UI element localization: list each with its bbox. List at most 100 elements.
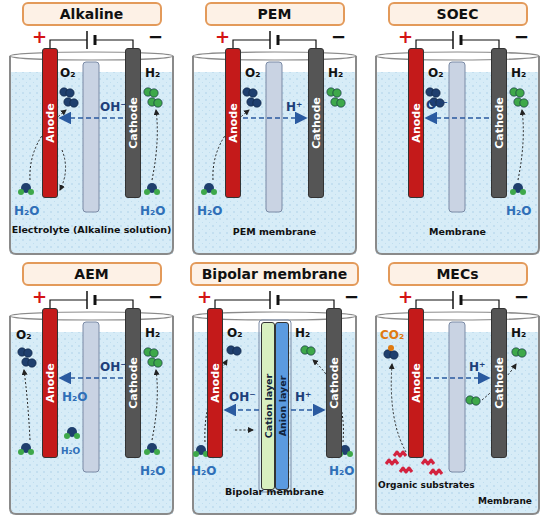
battery-plate: [277, 35, 280, 45]
anion-layer: Anion layer: [275, 322, 289, 490]
beaker-rim: [10, 312, 173, 320]
battery-plate: [452, 31, 454, 49]
flow-arrow: [60, 150, 66, 190]
beaker-rim: [193, 52, 356, 60]
label: OH⁻: [100, 360, 127, 374]
cation-layer: Cation layer: [261, 322, 275, 490]
label: +: [32, 286, 47, 308]
beaker: [10, 316, 173, 514]
electrode: Cathode: [125, 308, 141, 458]
electrode-label: Anode: [410, 363, 423, 402]
label: H₂: [511, 66, 526, 80]
label: OH⁻: [100, 100, 127, 114]
wire: [461, 300, 499, 308]
organic-substrate: [394, 452, 406, 456]
membrane: [83, 62, 99, 212]
atom: [154, 359, 162, 367]
wire: [50, 40, 87, 48]
label: H₂O: [62, 390, 88, 404]
title-box: Bipolar membrane: [190, 262, 360, 286]
panel: [10, 291, 173, 514]
label: O₂: [245, 66, 260, 80]
label: Organic substrates: [378, 480, 475, 491]
panel: [193, 31, 356, 254]
beaker: [193, 56, 356, 254]
ion-flow-arrow: [426, 117, 489, 119]
electrode: Anode: [42, 308, 58, 458]
label: H₂O: [140, 464, 166, 478]
battery-plate: [86, 31, 88, 49]
label: H⁺: [469, 360, 485, 374]
electrode: Cathode: [125, 48, 141, 198]
atom: [211, 189, 217, 195]
label: +: [197, 286, 212, 308]
label: CO₂: [380, 328, 404, 342]
title-text: SOEC: [400, 6, 516, 22]
battery-plate: [277, 295, 280, 305]
battery-plate: [452, 291, 454, 309]
label: H₂: [145, 326, 160, 340]
atom: [74, 433, 80, 439]
label: H₂O: [197, 204, 223, 218]
atom: [64, 433, 70, 439]
label: +: [398, 26, 413, 48]
beaker-rim: [10, 52, 173, 60]
electrode: Anode: [408, 308, 424, 458]
wire: [50, 300, 87, 308]
atom: [18, 189, 24, 195]
electrode: Cathode: [491, 308, 507, 458]
atom: [520, 189, 526, 195]
wire: [416, 40, 453, 48]
atom: [144, 189, 150, 195]
beaker: [10, 56, 173, 254]
wire: [278, 40, 316, 48]
label: Membrane: [478, 496, 532, 507]
atom: [307, 347, 315, 355]
membrane: [449, 62, 465, 212]
battery-plate: [269, 291, 271, 309]
battery-plate: [269, 31, 271, 49]
atom: [28, 359, 36, 367]
electrode: Anode: [408, 48, 424, 198]
flow-arrow: [152, 370, 157, 440]
beaker: [376, 316, 539, 514]
wire: [416, 300, 453, 308]
electrode-label: Cathode: [127, 97, 140, 148]
ion-flow-arrow: [426, 377, 489, 379]
organic-substrate: [400, 468, 412, 472]
label: −: [514, 286, 529, 308]
label: O₂: [60, 66, 75, 80]
wire: [461, 40, 499, 48]
atom: [150, 349, 158, 357]
electrode-label: Cathode: [310, 97, 323, 148]
label: O₂: [428, 66, 443, 80]
label: H₂O: [140, 204, 166, 218]
title-box: PEM: [205, 2, 345, 26]
atom: [24, 349, 32, 357]
label: −: [148, 286, 163, 308]
wire: [233, 40, 270, 48]
label: −: [344, 286, 359, 308]
organic-substrate: [386, 460, 398, 464]
label: −: [514, 26, 529, 48]
electrode-label: Anode: [44, 363, 57, 402]
label: Bipolar membrane: [193, 486, 356, 497]
atom: [253, 99, 261, 107]
label: H₂: [295, 326, 310, 340]
atom: [233, 347, 241, 355]
electrode: Anode: [225, 48, 241, 198]
atom: [388, 345, 394, 351]
panel: [376, 31, 539, 254]
wire: [95, 300, 133, 308]
beaker: [376, 56, 539, 254]
flow-arrow: [235, 430, 253, 431]
battery-plate: [460, 35, 463, 45]
organic-substrate: [430, 470, 442, 474]
electrode-label: Anode: [44, 103, 57, 142]
label: +: [32, 26, 47, 48]
battery-plate: [94, 295, 97, 305]
electrode-label: Cathode: [493, 97, 506, 148]
wire: [215, 300, 270, 308]
atom: [150, 89, 158, 97]
